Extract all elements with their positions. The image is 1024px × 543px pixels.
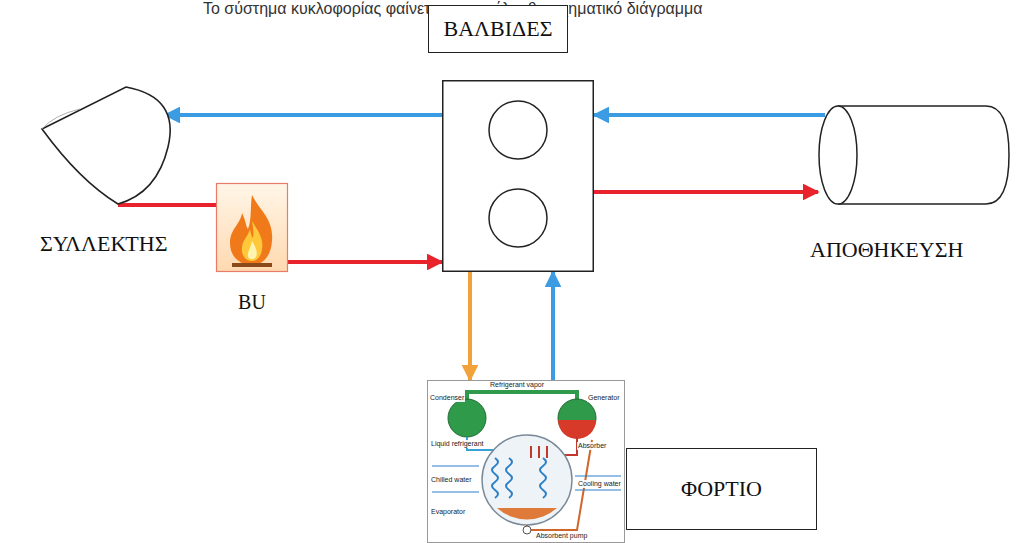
chiller-label: Refrigerant vapor — [489, 381, 545, 389]
flow-pipe — [594, 113, 825, 117]
chiller-label: Absorbent pump — [535, 532, 588, 540]
flow-pipe — [468, 272, 472, 380]
backup-burner: BU — [216, 183, 288, 272]
valve-shape — [442, 80, 594, 272]
chiller-shape — [427, 380, 625, 543]
flow-pipe — [288, 260, 442, 264]
cyl-shape — [818, 105, 1010, 205]
chiller-label: Evaporator — [430, 508, 466, 516]
chiller-label: Condenser — [429, 394, 465, 402]
collector-label: ΣΥΛΛΕΚΤΗΣ — [40, 231, 167, 256]
flow-pipe — [594, 190, 818, 194]
absorption-chiller: Refrigerant vaporCondenser GeneratorLiqui… — [427, 380, 625, 543]
load-box: ΦΟΡΤΙΟ — [626, 448, 817, 530]
chiller-label: Absorber — [577, 442, 607, 450]
chiller-label: Cooling water — [577, 480, 622, 488]
burner-label: BU — [238, 291, 266, 314]
flow-pipe — [551, 272, 555, 380]
storage-tank: ΑΠΟΘΗΚΕΥΣΗ — [818, 105, 1010, 205]
chiller-label: Generator — [587, 394, 621, 402]
load-label: ΦΟΡΤΙΟ — [681, 476, 762, 501]
chiller-label: Liquid refrigerant — [430, 440, 485, 448]
valve-block: ΒΑΛΒΙΔΕΣ — [442, 80, 594, 272]
fire-shape — [216, 183, 288, 272]
valve-heading: ΒΑΛΒΙΔΕΣ — [428, 5, 568, 53]
flow-pipe — [118, 203, 216, 207]
flow-pipe — [165, 113, 442, 117]
chiller-label: Chilled water — [430, 476, 472, 484]
storage-label: ΑΠΟΘΗΚΕΥΣΗ — [810, 237, 963, 262]
solar-collector: ΣΥΛΛΕΚΤΗΣ — [40, 85, 170, 205]
dish-shape — [40, 85, 170, 205]
